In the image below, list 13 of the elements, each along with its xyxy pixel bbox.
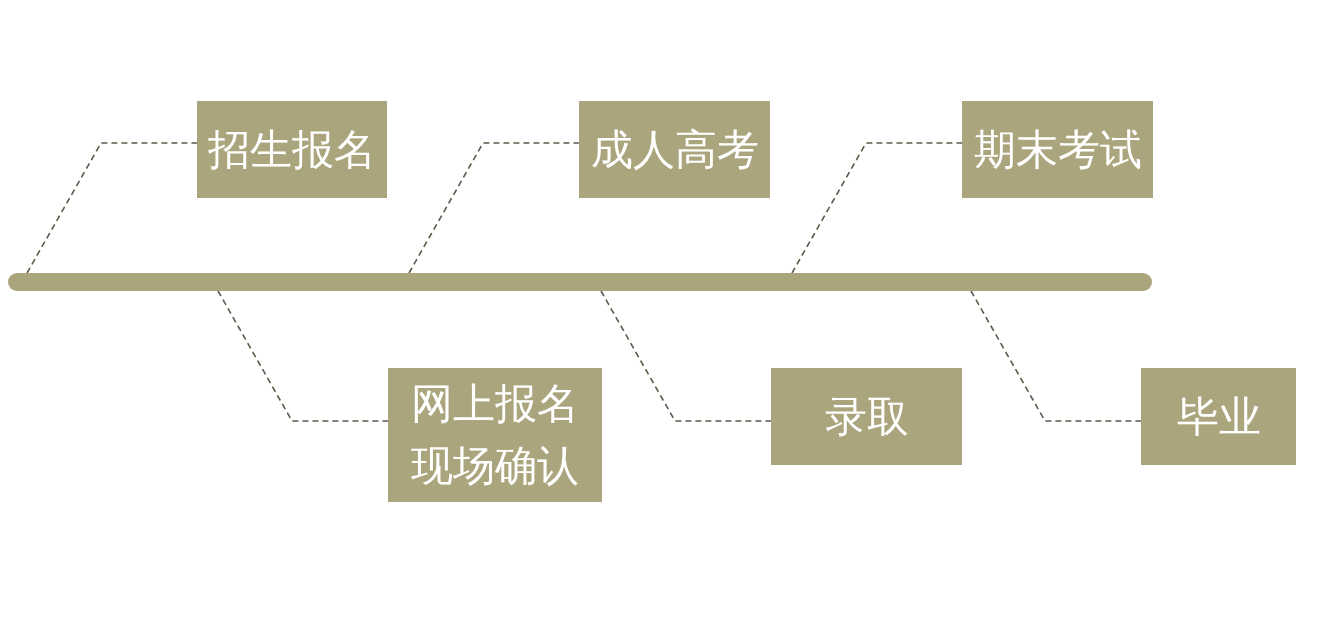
step-box: 成人高考 bbox=[579, 101, 770, 198]
step-box: 招生报名 bbox=[197, 101, 387, 198]
step-box: 毕业 bbox=[1141, 368, 1296, 465]
leader-line bbox=[970, 290, 1142, 422]
leader-line bbox=[408, 142, 580, 274]
leader-line bbox=[26, 142, 198, 274]
step-box: 网上报名现场确认 bbox=[388, 368, 602, 502]
leader-line bbox=[600, 290, 772, 422]
timeline-bar bbox=[8, 273, 1152, 291]
step-box: 期末考试 bbox=[962, 101, 1153, 198]
leader-line bbox=[791, 142, 963, 274]
leader-line bbox=[217, 290, 389, 422]
step-box: 录取 bbox=[771, 368, 962, 465]
